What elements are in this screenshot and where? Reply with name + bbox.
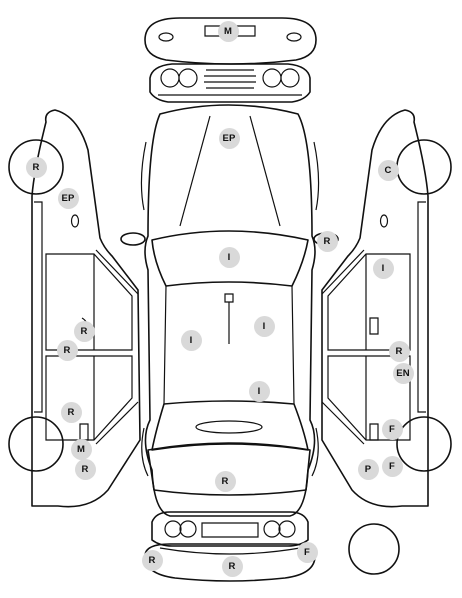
rear-fascia[interactable] — [151, 511, 309, 547]
damage-badge[interactable]: I — [180, 329, 202, 351]
left-front-wheel[interactable] — [8, 139, 64, 195]
car-top-view[interactable] — [144, 104, 316, 517]
damage-badge[interactable]: M — [217, 20, 239, 42]
damage-badge[interactable]: R — [60, 401, 82, 423]
damage-badge[interactable]: I — [372, 257, 394, 279]
damage-badge[interactable]: R — [316, 230, 338, 252]
damage-badge[interactable]: R — [141, 549, 163, 571]
damage-badge[interactable]: R — [74, 458, 96, 480]
damage-badge[interactable]: R — [221, 555, 243, 577]
damage-badge[interactable]: I — [218, 246, 240, 268]
damage-badge[interactable]: F — [381, 455, 403, 477]
damage-badge[interactable]: R — [25, 156, 47, 178]
damage-badge[interactable]: EP — [57, 187, 79, 209]
left-side-profile[interactable] — [31, 109, 141, 508]
damage-badge[interactable]: R — [73, 320, 95, 342]
damage-badge[interactable]: I — [248, 380, 270, 402]
rear-fender-trim — [141, 427, 319, 477]
damage-badge[interactable]: I — [253, 315, 275, 337]
front-fascia[interactable] — [149, 63, 311, 103]
damage-badge[interactable]: EN — [392, 362, 414, 384]
front-fender-trim — [140, 141, 320, 211]
left-mirror[interactable] — [120, 232, 146, 246]
damage-badge[interactable]: P — [357, 458, 379, 480]
damage-badge[interactable]: C — [377, 159, 399, 181]
damage-badge[interactable]: M — [70, 438, 92, 460]
damage-badge[interactable]: R — [388, 340, 410, 362]
spare-tire[interactable] — [348, 523, 400, 575]
damage-badge[interactable]: F — [381, 418, 403, 440]
damage-badge[interactable]: F — [296, 541, 318, 563]
left-rear-wheel[interactable] — [8, 416, 64, 472]
damage-badge[interactable]: R — [214, 470, 236, 492]
damage-badge[interactable]: EP — [218, 127, 240, 149]
damage-badge[interactable]: R — [56, 339, 78, 361]
right-side-profile[interactable] — [321, 109, 429, 508]
rear-bumper[interactable] — [144, 543, 316, 582]
right-rear-wheel[interactable] — [396, 416, 452, 472]
front-bumper[interactable] — [144, 17, 317, 65]
